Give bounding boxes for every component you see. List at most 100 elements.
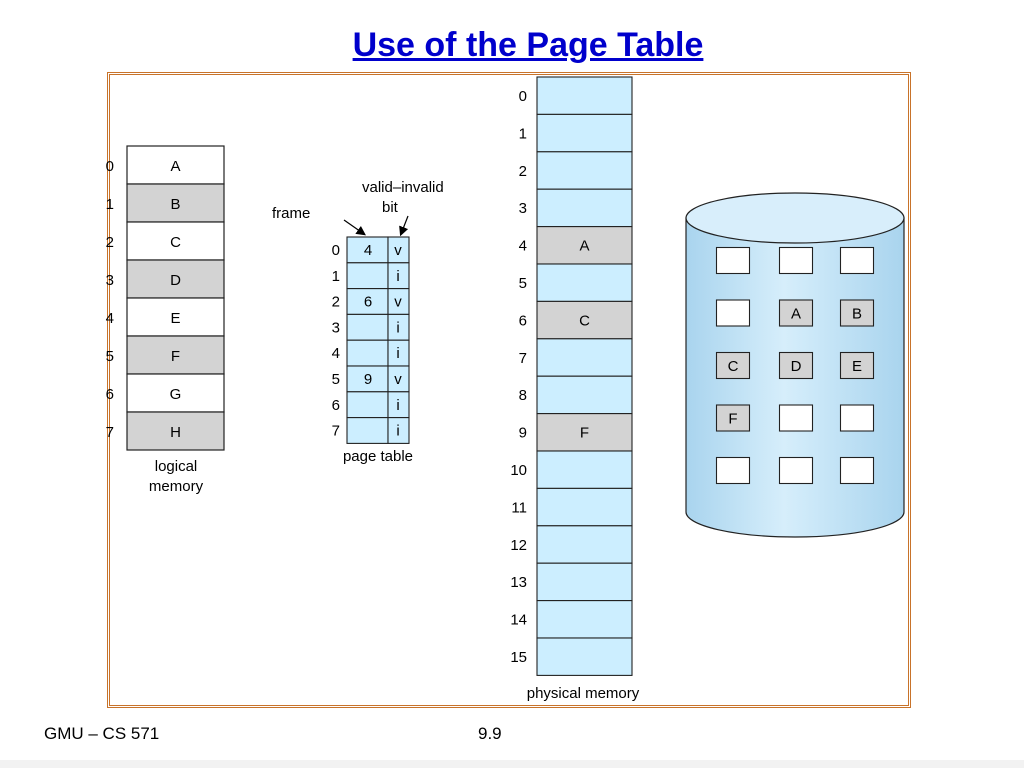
logical-page-number: 4 bbox=[106, 310, 114, 327]
disk-block bbox=[715, 299, 751, 327]
logical-page-number: 6 bbox=[106, 386, 114, 403]
physical-frame-cell bbox=[536, 562, 633, 602]
physical-frame-number: 7 bbox=[519, 350, 527, 367]
logical-page-content: B bbox=[170, 196, 180, 213]
page-table-label: page table bbox=[343, 448, 413, 465]
logical-page-number: 0 bbox=[106, 158, 114, 175]
disk-block-label: C bbox=[728, 358, 739, 375]
physical-frame-number: 6 bbox=[519, 312, 527, 329]
logical-page-number: 2 bbox=[106, 234, 114, 251]
bit-arrow bbox=[399, 215, 409, 237]
page-table-frame-cell bbox=[346, 391, 389, 419]
disk-block bbox=[839, 404, 875, 432]
physical-frame-number: 13 bbox=[510, 574, 527, 591]
page-table-index: 7 bbox=[332, 423, 340, 440]
logical-page-number: 7 bbox=[106, 424, 114, 441]
disk-block bbox=[778, 456, 814, 485]
disk-block-label: F bbox=[728, 411, 737, 428]
logical-page-content: G bbox=[170, 386, 182, 403]
physical-frame-number: 14 bbox=[510, 612, 527, 629]
logical-page-content: D bbox=[170, 272, 181, 289]
logical-page-number: 3 bbox=[106, 272, 114, 289]
disk-block bbox=[778, 351, 814, 380]
physical-frame-cell bbox=[536, 151, 633, 190]
disk-block bbox=[839, 456, 875, 485]
disk-block-label: E bbox=[852, 358, 862, 375]
frame-arrow bbox=[343, 219, 366, 236]
disk-block-label: B bbox=[852, 306, 862, 323]
disk-block bbox=[778, 404, 814, 432]
logical-page-number: 5 bbox=[106, 348, 114, 365]
disk-block bbox=[778, 246, 814, 275]
logical-page-content: A bbox=[170, 158, 180, 175]
physical-frame-number: 2 bbox=[519, 163, 527, 180]
physical-frame-cell bbox=[536, 487, 633, 527]
logical-page-number: 1 bbox=[106, 196, 114, 213]
logical-page-cell bbox=[126, 411, 225, 451]
physical-frame-number: 4 bbox=[519, 238, 527, 255]
disk-block bbox=[839, 246, 875, 275]
disk-block-label: D bbox=[791, 358, 802, 375]
page-table-index: 0 bbox=[332, 242, 340, 259]
disk-top bbox=[685, 192, 905, 244]
physical-frame-cell bbox=[536, 76, 633, 115]
disk-block-label: A bbox=[791, 306, 801, 323]
valid-invalid-label-1: valid–invalid bbox=[362, 179, 444, 196]
page-table-valid-bit: v bbox=[394, 242, 402, 259]
physical-frame-cell bbox=[536, 375, 633, 415]
physical-frame-cell bbox=[536, 188, 633, 228]
logical-page-cell bbox=[126, 145, 225, 185]
page-table-frame-cell bbox=[346, 288, 389, 315]
page-table-valid-bit: v bbox=[394, 371, 402, 388]
physical-frame-number: 11 bbox=[511, 499, 527, 516]
page-table-valid-bit: i bbox=[396, 423, 399, 440]
disk-blocks: A B C D E F bbox=[715, 246, 875, 485]
physical-frame-cell bbox=[536, 338, 633, 377]
page-table-frame-cell bbox=[346, 365, 389, 393]
logical-memory-label-1: logical bbox=[155, 458, 198, 475]
physical-frame-number: 15 bbox=[510, 649, 527, 666]
page-table-index: 4 bbox=[332, 345, 340, 362]
physical-frame-number: 9 bbox=[519, 425, 527, 442]
physical-frame-content: F bbox=[580, 425, 589, 442]
page-table-valid-bit: i bbox=[396, 345, 399, 362]
logical-memory-label-2: memory bbox=[149, 478, 204, 495]
logical-page-content: F bbox=[171, 348, 180, 365]
page-table-index: 1 bbox=[332, 268, 340, 285]
physical-memory-label: physical memory bbox=[527, 685, 640, 702]
page-table-frame-cell bbox=[346, 236, 389, 264]
logical-page-cell bbox=[126, 373, 225, 413]
page-table-frame-number: 4 bbox=[364, 242, 372, 259]
bottom-bar bbox=[0, 760, 1024, 768]
footer-course: GMU – CS 571 bbox=[44, 724, 160, 743]
page-table-frame-number: 9 bbox=[364, 371, 372, 388]
physical-frame-number: 10 bbox=[510, 462, 527, 479]
physical-frame-cell bbox=[536, 525, 633, 564]
physical-frame-number: 0 bbox=[519, 88, 527, 105]
page-table-valid-bit: i bbox=[396, 397, 399, 414]
physical-frame-number: 5 bbox=[519, 275, 527, 292]
disk-block bbox=[715, 246, 751, 275]
footer-page-number: 9.9 bbox=[478, 724, 502, 743]
frame-label: frame bbox=[272, 205, 310, 222]
disk-block bbox=[839, 351, 875, 380]
physical-frame-number: 12 bbox=[510, 537, 527, 554]
page-table-valid-bit: v bbox=[394, 294, 402, 311]
slide-title: Use of the Page Table bbox=[352, 26, 704, 64]
physical-frame-cell bbox=[536, 113, 633, 153]
page-table-frame-number: 6 bbox=[364, 294, 372, 311]
page-table-frame-cell bbox=[346, 339, 389, 367]
page-table-frame-cell bbox=[346, 417, 389, 444]
page-table-valid-bit: i bbox=[396, 319, 399, 336]
logical-page-cell bbox=[126, 183, 225, 223]
logical-page-content: E bbox=[170, 310, 180, 327]
physical-frame-content: A bbox=[579, 238, 589, 255]
logical-page-content: H bbox=[170, 424, 181, 441]
page-table-frame-cell bbox=[346, 262, 389, 290]
disk-block bbox=[715, 456, 751, 485]
page-table-valid-bit: i bbox=[396, 268, 399, 285]
